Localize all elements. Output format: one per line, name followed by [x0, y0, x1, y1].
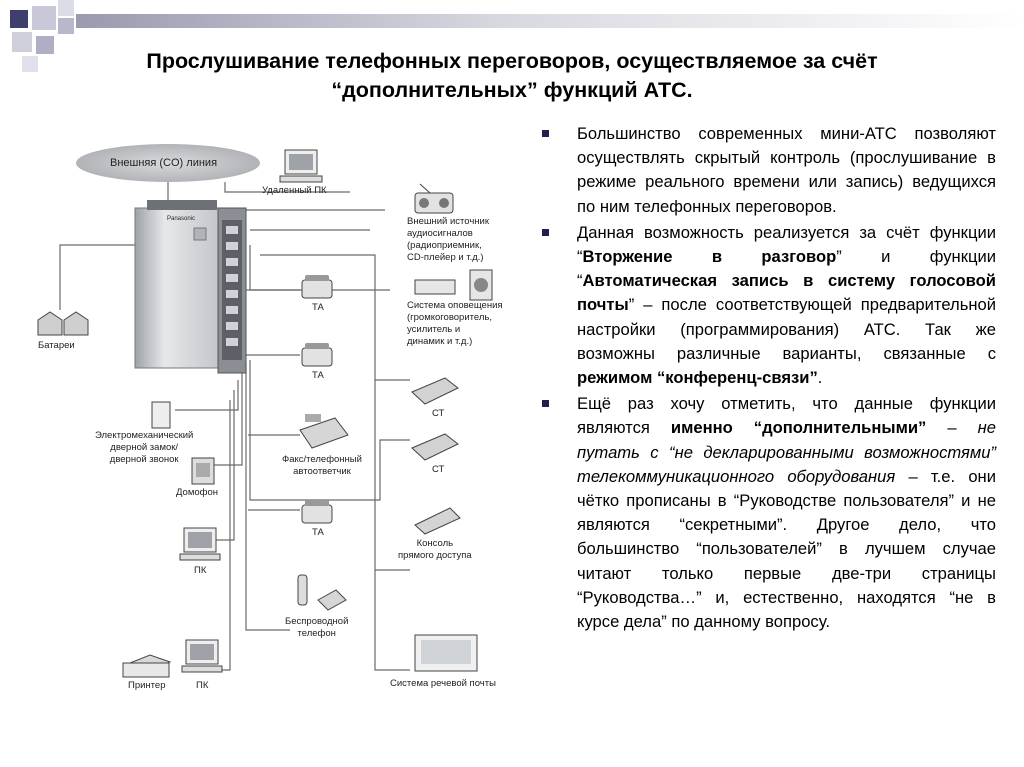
label-audio-source: Внешний источник аудиосигналов (радиопри… [407, 216, 489, 264]
ta-phone-icon [301, 343, 333, 367]
bullet-item: Ещё раз хочу отметить, что данные функци… [532, 392, 996, 634]
label-external-line: Внешняя (CO) линия [110, 157, 218, 169]
label-voicemail: Система речевой почты [390, 678, 496, 689]
label-paging-line: Система оповещения [407, 300, 503, 311]
decor-square [22, 56, 38, 72]
decor-square [10, 10, 28, 28]
bullet-2-bold-barge-in: Вторжение в разговор [582, 247, 837, 267]
system-phone-icon [411, 433, 459, 461]
door-lock-icon [151, 401, 171, 429]
cordless-phone-icon [297, 574, 347, 611]
label-console-line: Консоль [416, 538, 454, 549]
ta-phone-icon [301, 275, 333, 299]
label-door-lock: Электромеханический дверной замок/ дверн… [95, 430, 193, 466]
diagram-graphics [37, 144, 493, 678]
bullet-2-bold-auto-record: Автоматическая запись в систему голосово… [577, 271, 996, 315]
label-intercom: Домофон [176, 487, 218, 498]
label-console: Консоль прямого доступа [398, 538, 472, 562]
header-gradient-bar [76, 14, 1024, 28]
label-door-lock-line: дверной звонок [109, 454, 179, 465]
decor-square [58, 18, 74, 34]
bullet-3-text-part: – [926, 418, 978, 438]
label-st: СТ [432, 464, 445, 475]
label-remote-pc: Удаленный ПК [262, 185, 327, 196]
label-door-lock-line: дверной замок/ [110, 442, 179, 453]
label-door-lock-line: Электромеханический [95, 430, 194, 441]
bullet-2-text-part: Данная возможность реализуется за счёт ф… [577, 222, 996, 267]
bullet-item: Данная возможность реализуется за счёт ф… [532, 221, 996, 390]
label-paging-system: Система оповещения (громкоговоритель, ус… [407, 300, 503, 348]
label-pc: ПК [194, 565, 207, 576]
label-audio-source-line: (радиоприемник, [407, 240, 482, 251]
label-st: СТ [432, 408, 445, 419]
label-cordless-line: Беспроводной [285, 616, 349, 627]
radio-icon [414, 183, 454, 214]
intercom-icon [191, 457, 215, 485]
pc-icon [179, 527, 221, 561]
label-printer: Принтер [128, 680, 166, 691]
label-audio-source-line: CD-плейер и т.д.) [407, 252, 484, 263]
label-paging-line: динамик и т.д.) [407, 336, 473, 347]
label-ta: ТА [312, 527, 324, 538]
batteries-icon [37, 311, 89, 336]
bullet-2-text-part: ” – после соответствующей предварительно… [577, 295, 996, 363]
label-audio-source-line: аудиосигналов [407, 228, 473, 239]
label-fax-line: Факс/телефонный [282, 454, 362, 465]
label-cordless: Беспроводной телефон [285, 616, 348, 640]
bullet-3-bold-additional: именно “дополнительными” [670, 418, 927, 438]
decor-square [36, 36, 54, 54]
label-pbx-brand: Panasonic [167, 216, 196, 222]
label-paging-line: (громкоговоритель, [407, 312, 492, 323]
system-phone-icon [411, 377, 459, 405]
label-console-line: прямого доступа [398, 550, 472, 561]
bullet-square-icon [542, 228, 549, 236]
bullet-2-bold-conference: режимом “конференц-связи” [577, 368, 818, 388]
slide-title-line-2: “дополнительных” функций АТС. [331, 78, 693, 102]
slide-title: Прослушивание телефонных переговоров, ос… [40, 47, 984, 105]
label-fax: Факс/телефонный автоответчик [282, 454, 362, 478]
bullet-2-text-part: ” и функции “ [577, 247, 996, 291]
paging-system-icon [414, 269, 493, 301]
printer-icon [122, 654, 172, 678]
bullet-3-italic-undeclared: не путать с “не декларированными возможн… [577, 418, 996, 486]
label-fax-line: автоответчик [293, 466, 351, 477]
label-paging-line: усилитель и [407, 324, 461, 335]
decor-square [58, 0, 74, 16]
label-ta: ТА [312, 302, 324, 313]
label-pc: ПК [196, 680, 209, 691]
bullet-square-icon [542, 130, 549, 137]
pc-icon [181, 639, 223, 673]
label-batteries: Батареи [38, 340, 75, 351]
bullet-list: Большинство современных мини-АТС позволя… [532, 122, 996, 636]
label-cordless-line: телефон [297, 628, 336, 639]
pbx-cabinet [134, 200, 247, 374]
bullet-1-text: Большинство современных мини-АТС позволя… [577, 124, 996, 216]
remote-pc-icon [279, 149, 323, 183]
label-ta: ТА [312, 370, 324, 381]
external-line-cloud [76, 144, 260, 182]
ta-phone-icon [301, 500, 333, 524]
pbx-connection-diagram: Внешняя (CO) линия Panasonic Удаленный П… [0, 130, 520, 767]
decor-square [12, 32, 32, 52]
fax-icon [299, 414, 349, 449]
bullet-square-icon [542, 400, 549, 408]
bullet-2-text-part: . [817, 368, 823, 388]
label-audio-source-line: Внешний источник [407, 216, 490, 227]
bullet-3-text-part: Ещё раз хочу отметить, что данные функци… [577, 394, 996, 438]
slide-title-line-1: Прослушивание телефонных переговоров, ос… [146, 49, 878, 73]
bullet-3-text-part: – т.е. они чётко прописаны в “Руководств… [577, 466, 996, 632]
console-icon [414, 507, 461, 535]
decor-square [32, 6, 56, 30]
bullet-item: Большинство современных мини-АТС позволя… [532, 122, 996, 219]
voicemail-system-icon [414, 634, 478, 672]
